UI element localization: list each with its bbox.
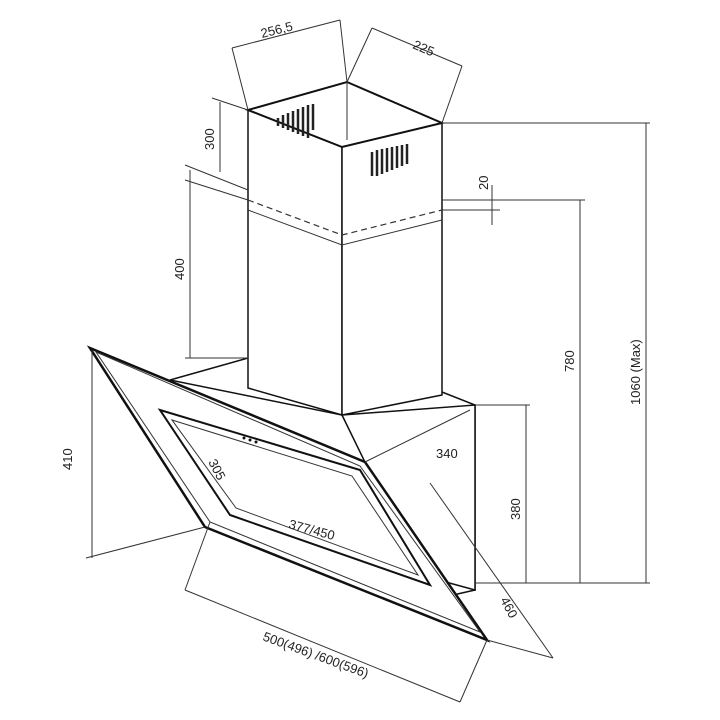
dim-lower-chimney: 400 [172, 258, 187, 280]
dimension-lines [85, 19, 650, 703]
control-dots [242, 436, 258, 444]
dim-overall-width: 500(496) /600(596) [261, 629, 371, 681]
dim-panel-depth: 460 [497, 594, 520, 620]
vent-slots-icon [276, 104, 409, 176]
dim-max-height: 1060 (Max) [628, 339, 643, 405]
dim-upper-chimney: 300 [202, 128, 217, 150]
dim-chimney-depth: 225 [411, 37, 437, 59]
glass-panel [86, 345, 491, 643]
dim-overlap: 20 [476, 176, 491, 190]
dim-body-height: 380 [508, 498, 523, 520]
dim-body-depth: 340 [436, 446, 458, 461]
chimney [244, 80, 446, 416]
dim-panel-height: 410 [60, 448, 75, 470]
dim-780: 780 [562, 350, 577, 372]
dim-chimney-width: 256,5 [259, 18, 294, 40]
